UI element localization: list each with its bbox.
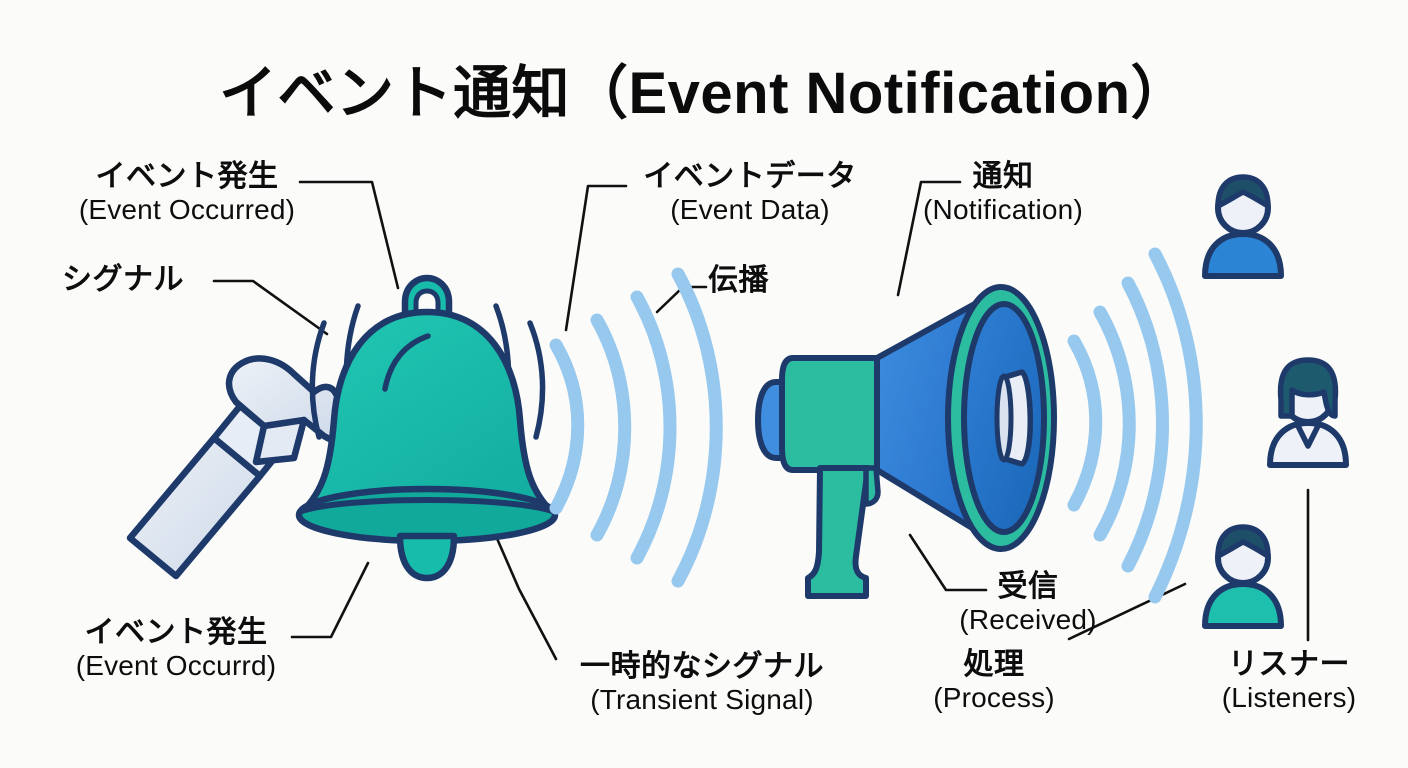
label-notification: 通知 (Notification): [908, 160, 1098, 225]
page-title: イベント通知（Event Notification）: [218, 61, 1190, 126]
label-notification-en: (Notification): [923, 193, 1083, 225]
person-white-icon: [1267, 357, 1349, 468]
label-transient-signal-en: (Transient Signal): [590, 683, 814, 715]
label-event-data-jp: イベントデータ: [643, 160, 857, 193]
label-process-jp: 処理: [963, 648, 1025, 681]
hammer-icon: [126, 355, 362, 580]
bell-icon: [295, 274, 559, 582]
sound-wave-right-icon: [1067, 247, 1203, 604]
person-blue-icon: [1202, 174, 1284, 279]
person-teal-icon: [1202, 524, 1284, 629]
label-received-en: (Received): [959, 603, 1097, 635]
label-listeners: リスナー (Listeners): [1194, 648, 1384, 713]
label-process: 処理 (Process): [928, 648, 1060, 713]
label-event-occurred-bottom: イベント発生 (Event Occurrd): [60, 616, 292, 681]
label-received-jp: 受信: [997, 570, 1059, 603]
label-transient-signal: 一時的なシグナル (Transient Signal): [562, 650, 842, 715]
megaphone-icon: [755, 284, 1057, 599]
label-event-data-en: (Event Data): [670, 193, 830, 225]
label-notification-jp: 通知: [972, 160, 1034, 193]
sound-wave-left-icon: [549, 267, 723, 588]
label-event-occurred-bottom-en: (Event Occurrd): [75, 649, 277, 681]
label-event-data: イベントデータ (Event Data): [628, 160, 872, 225]
label-signal-jp: シグナル: [62, 263, 184, 296]
label-transient-signal-jp: 一時的なシグナル: [580, 650, 824, 683]
leader-lines: [212, 180, 1310, 661]
label-process-en: (Process): [933, 681, 1055, 713]
label-event-occurred-top: イベント発生 (Event Occurred): [72, 160, 302, 225]
label-listeners-jp: リスナー: [1228, 648, 1350, 681]
label-event-occurred-bottom-jp: イベント発生: [84, 616, 268, 649]
label-listeners-en: (Listeners): [1221, 681, 1357, 713]
label-received: 受信 (Received): [954, 570, 1102, 635]
label-signal: シグナル: [62, 263, 184, 297]
label-propagation: 伝播: [708, 264, 769, 298]
label-propagation-jp: 伝播: [708, 264, 769, 297]
label-event-occurred-top-jp: イベント発生: [95, 160, 279, 193]
label-event-occurred-top-en: (Event Occurred): [78, 193, 296, 225]
